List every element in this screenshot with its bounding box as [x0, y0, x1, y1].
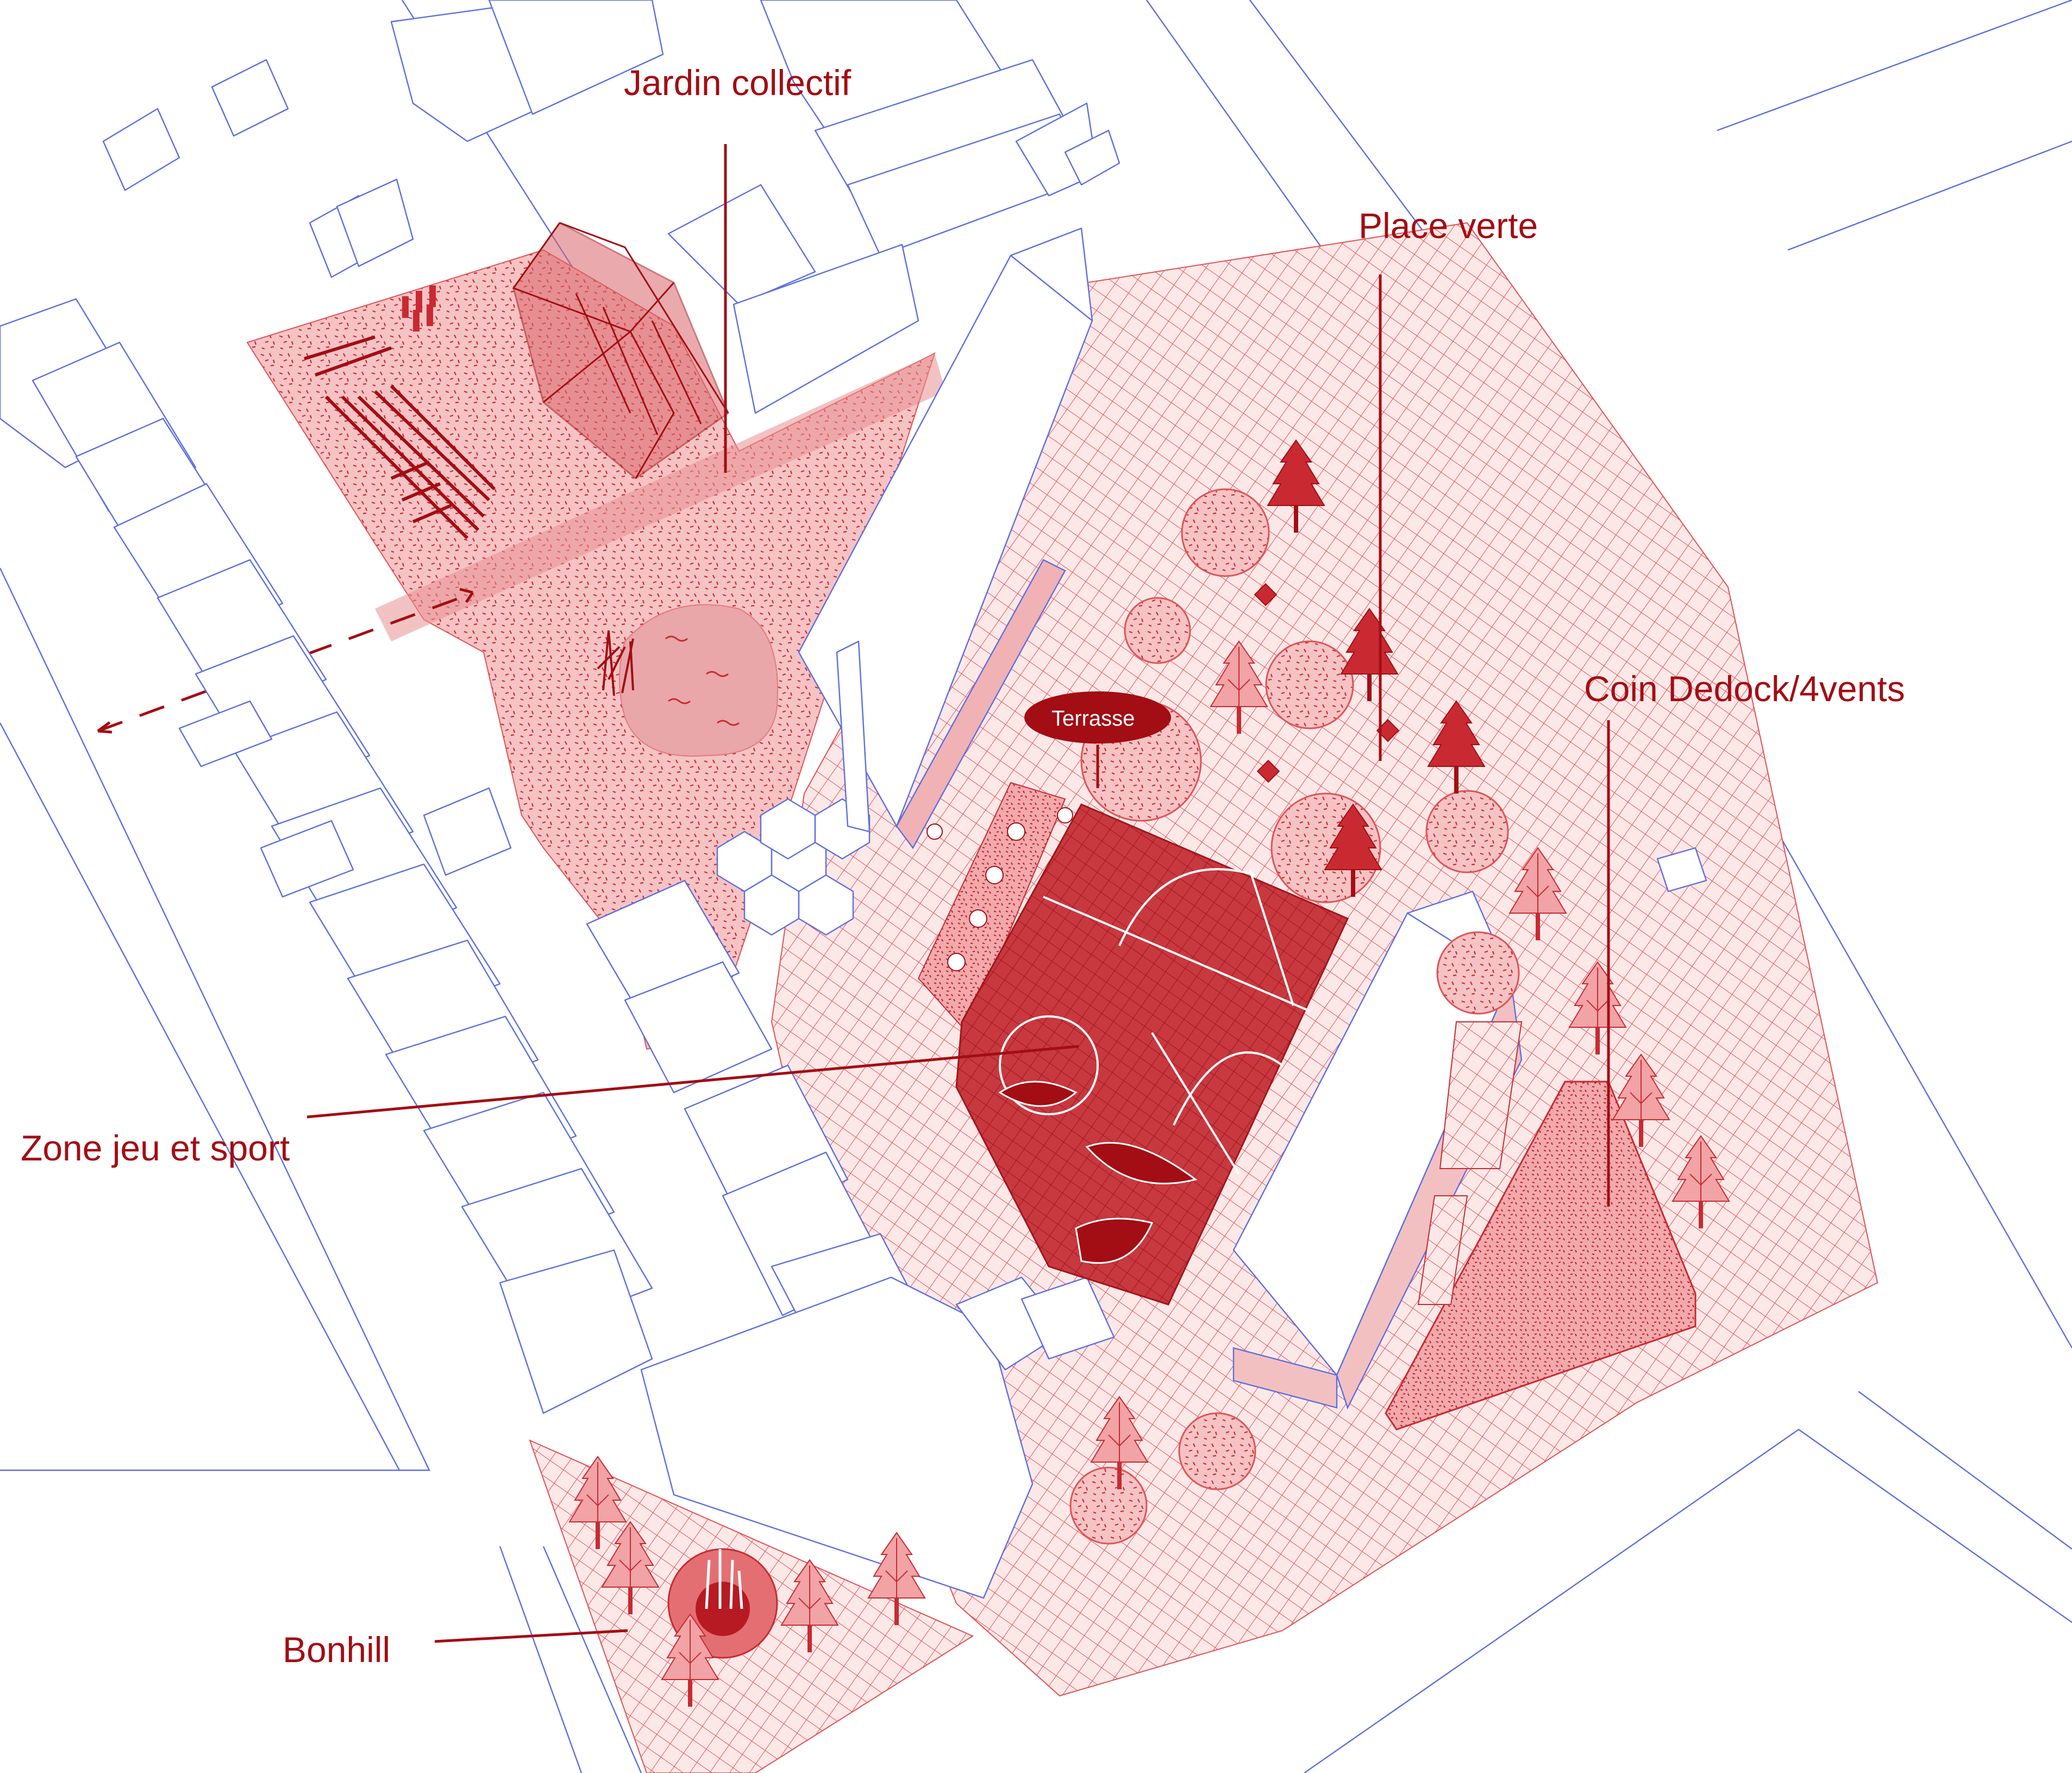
garden-posts	[402, 285, 436, 332]
terrace-tables	[927, 807, 1073, 971]
pond	[619, 604, 779, 757]
label-bonhill: Bonhill	[283, 1630, 390, 1670]
sport-court	[955, 803, 1349, 1306]
plaza-tables	[1254, 583, 1400, 783]
greenhouse	[512, 222, 729, 479]
label-zone-jeu-sport: Zone jeu et sport	[21, 1128, 290, 1168]
arrow-right-icon	[459, 588, 474, 603]
court-leaves	[998, 1081, 1198, 1264]
label-jardin-collectif: Jardin collectif	[624, 63, 852, 103]
parking-strips	[1417, 1021, 1523, 1305]
label-terrasse: Terrasse	[1051, 707, 1135, 731]
court-markings	[999, 868, 1310, 1175]
arrow-left-icon	[97, 721, 112, 734]
leader-lines	[306, 144, 1610, 1643]
label-coin-dedock: Coin Dedock/4vents	[1584, 669, 1905, 709]
garden-beds	[304, 335, 496, 540]
reeds-icon	[597, 630, 634, 696]
terrasse-badge	[1024, 691, 1171, 744]
label-place-verte: Place verte	[1359, 205, 1538, 246]
walkway-band	[375, 353, 946, 641]
buildings	[0, 0, 1707, 1599]
